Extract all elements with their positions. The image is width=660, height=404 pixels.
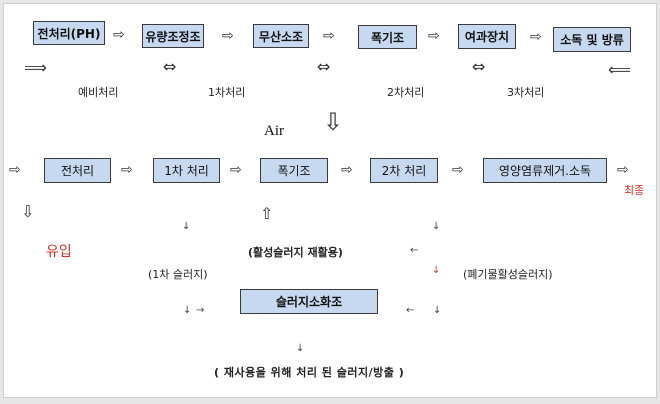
primary-sludge-label: (1차 슬러지)	[148, 268, 208, 281]
double-arrow-icon: ⇔	[163, 57, 177, 76]
arrow-down-icon: ⇩	[21, 202, 35, 221]
step-aeration: 폭기조	[260, 158, 328, 183]
step-anoxic-tank: 무산소조	[253, 24, 309, 48]
final-label: 최종	[624, 184, 645, 197]
air-label: Air	[264, 123, 284, 139]
stage-label-secondary: 2차처리	[387, 86, 425, 99]
arrow-right-icon: ⇨	[341, 162, 353, 178]
arrow-up-icon: ⇧	[260, 204, 274, 223]
stage-label-preliminary: 예비처리	[78, 86, 119, 99]
arrow-right-icon: ⇨	[121, 162, 133, 178]
arrow-down-icon: ↓	[296, 343, 305, 354]
arrow-right-icon: ⇨	[428, 28, 440, 44]
arrow-right-icon: ⇨	[617, 162, 629, 178]
sludge-digester: 슬러지소화조	[240, 289, 378, 314]
inflow-label: 유입	[46, 244, 72, 260]
double-arrow-icon: ⇔	[317, 57, 331, 76]
arrow-down-icon: ↓	[182, 221, 191, 232]
output-label: ( 재사용을 위해 처리 된 슬러지/방출 )	[214, 366, 405, 379]
arrow-right-icon: ⇨	[230, 162, 242, 178]
arrow-down-icon: ↓	[432, 221, 441, 232]
step-secondary-treatment: 2차 처리	[370, 158, 438, 183]
step-flow-equalization: 유량조정조	[142, 24, 204, 48]
stage-label-tertiary: 3차처리	[507, 86, 545, 99]
arrow-right-icon: ⇨	[222, 28, 234, 44]
double-arrow-icon: ⇔	[472, 57, 486, 76]
arrow-right-icon: ⟹	[24, 58, 47, 77]
waste-activated-sludge-label: (폐기물활성슬러지)	[463, 268, 553, 281]
stage-label-primary: 1차처리	[208, 86, 246, 99]
step-nutrient-removal-disinfection: 영양염류제거.소독	[483, 158, 607, 183]
arrow-left-icon: ←	[406, 305, 415, 316]
arrow-left-icon: ←	[410, 245, 419, 256]
diagram-frame	[3, 3, 657, 398]
step-pretreatment-ph: 전처리(PH)	[33, 21, 105, 45]
arrow-down-icon: ↓	[432, 265, 441, 276]
arrow-left-icon: ⟸	[608, 60, 631, 79]
step-primary-treatment: 1차 처리	[153, 158, 220, 183]
step-pretreatment: 전처리	[44, 158, 111, 183]
activated-sludge-recycle-label: (활성슬러지 재활용)	[248, 246, 343, 259]
step-filtration: 여과장치	[458, 24, 516, 49]
arrow-right-icon: →	[196, 305, 205, 316]
arrow-down-icon: ↓	[183, 305, 192, 316]
arrow-right-icon: ⇨	[113, 27, 125, 43]
arrow-down-icon: ↓	[433, 305, 442, 316]
arrow-right-icon: ⇨	[530, 29, 542, 45]
arrow-right-icon: ⇨	[452, 162, 464, 178]
arrow-down-icon: ⇩	[323, 108, 344, 136]
arrow-right-icon: ⇨	[323, 28, 335, 44]
step-aeration-tank: 폭기조	[358, 25, 417, 49]
arrow-right-icon: ⇨	[9, 162, 21, 178]
step-disinfection-discharge: 소독 및 방류	[553, 27, 631, 52]
